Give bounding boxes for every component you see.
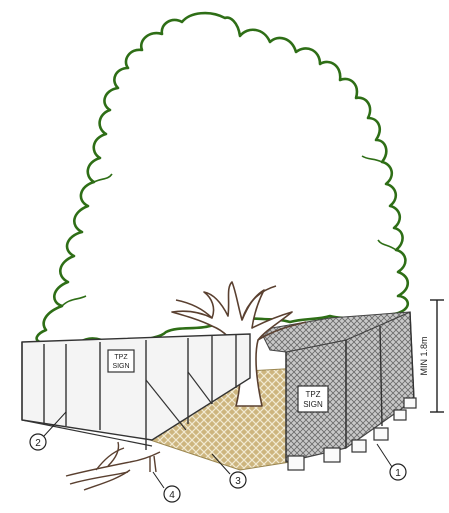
tpz-sign-left-line2: SIGN xyxy=(112,363,129,370)
tpz-sign-left: TPZ SIGN xyxy=(108,350,134,372)
tpz-sign-right-line2: SIGN xyxy=(303,400,323,409)
tpz-sign-left-line1: TPZ xyxy=(114,354,128,361)
tpz-sign-right: TPZ SIGN xyxy=(298,386,328,412)
callout-4-number: 4 xyxy=(169,490,175,501)
callout-1-number: 1 xyxy=(395,468,401,479)
tree-canopy xyxy=(37,13,408,344)
callout-1: 1 xyxy=(377,444,406,480)
height-dimension xyxy=(430,300,444,412)
callout-2-number: 2 xyxy=(35,438,41,449)
dimension-label: MIN 1.8m xyxy=(419,336,429,375)
tpz-sign-right-line1: TPZ xyxy=(305,390,320,399)
callout-3-number: 3 xyxy=(235,476,241,487)
callout-4: 4 xyxy=(153,472,180,502)
